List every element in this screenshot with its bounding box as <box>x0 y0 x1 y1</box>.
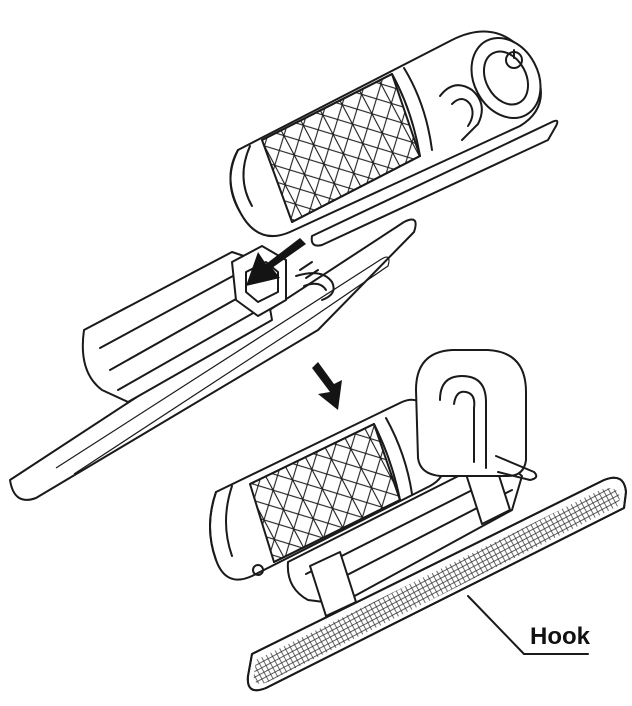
hook-callout: Hook <box>467 595 591 655</box>
hook-label: Hook <box>530 623 591 650</box>
flashlight-top <box>229 30 559 247</box>
arrow-icon <box>246 238 306 286</box>
assembled-light-on-hook-pad <box>209 349 627 692</box>
arrow-icon <box>312 362 342 410</box>
